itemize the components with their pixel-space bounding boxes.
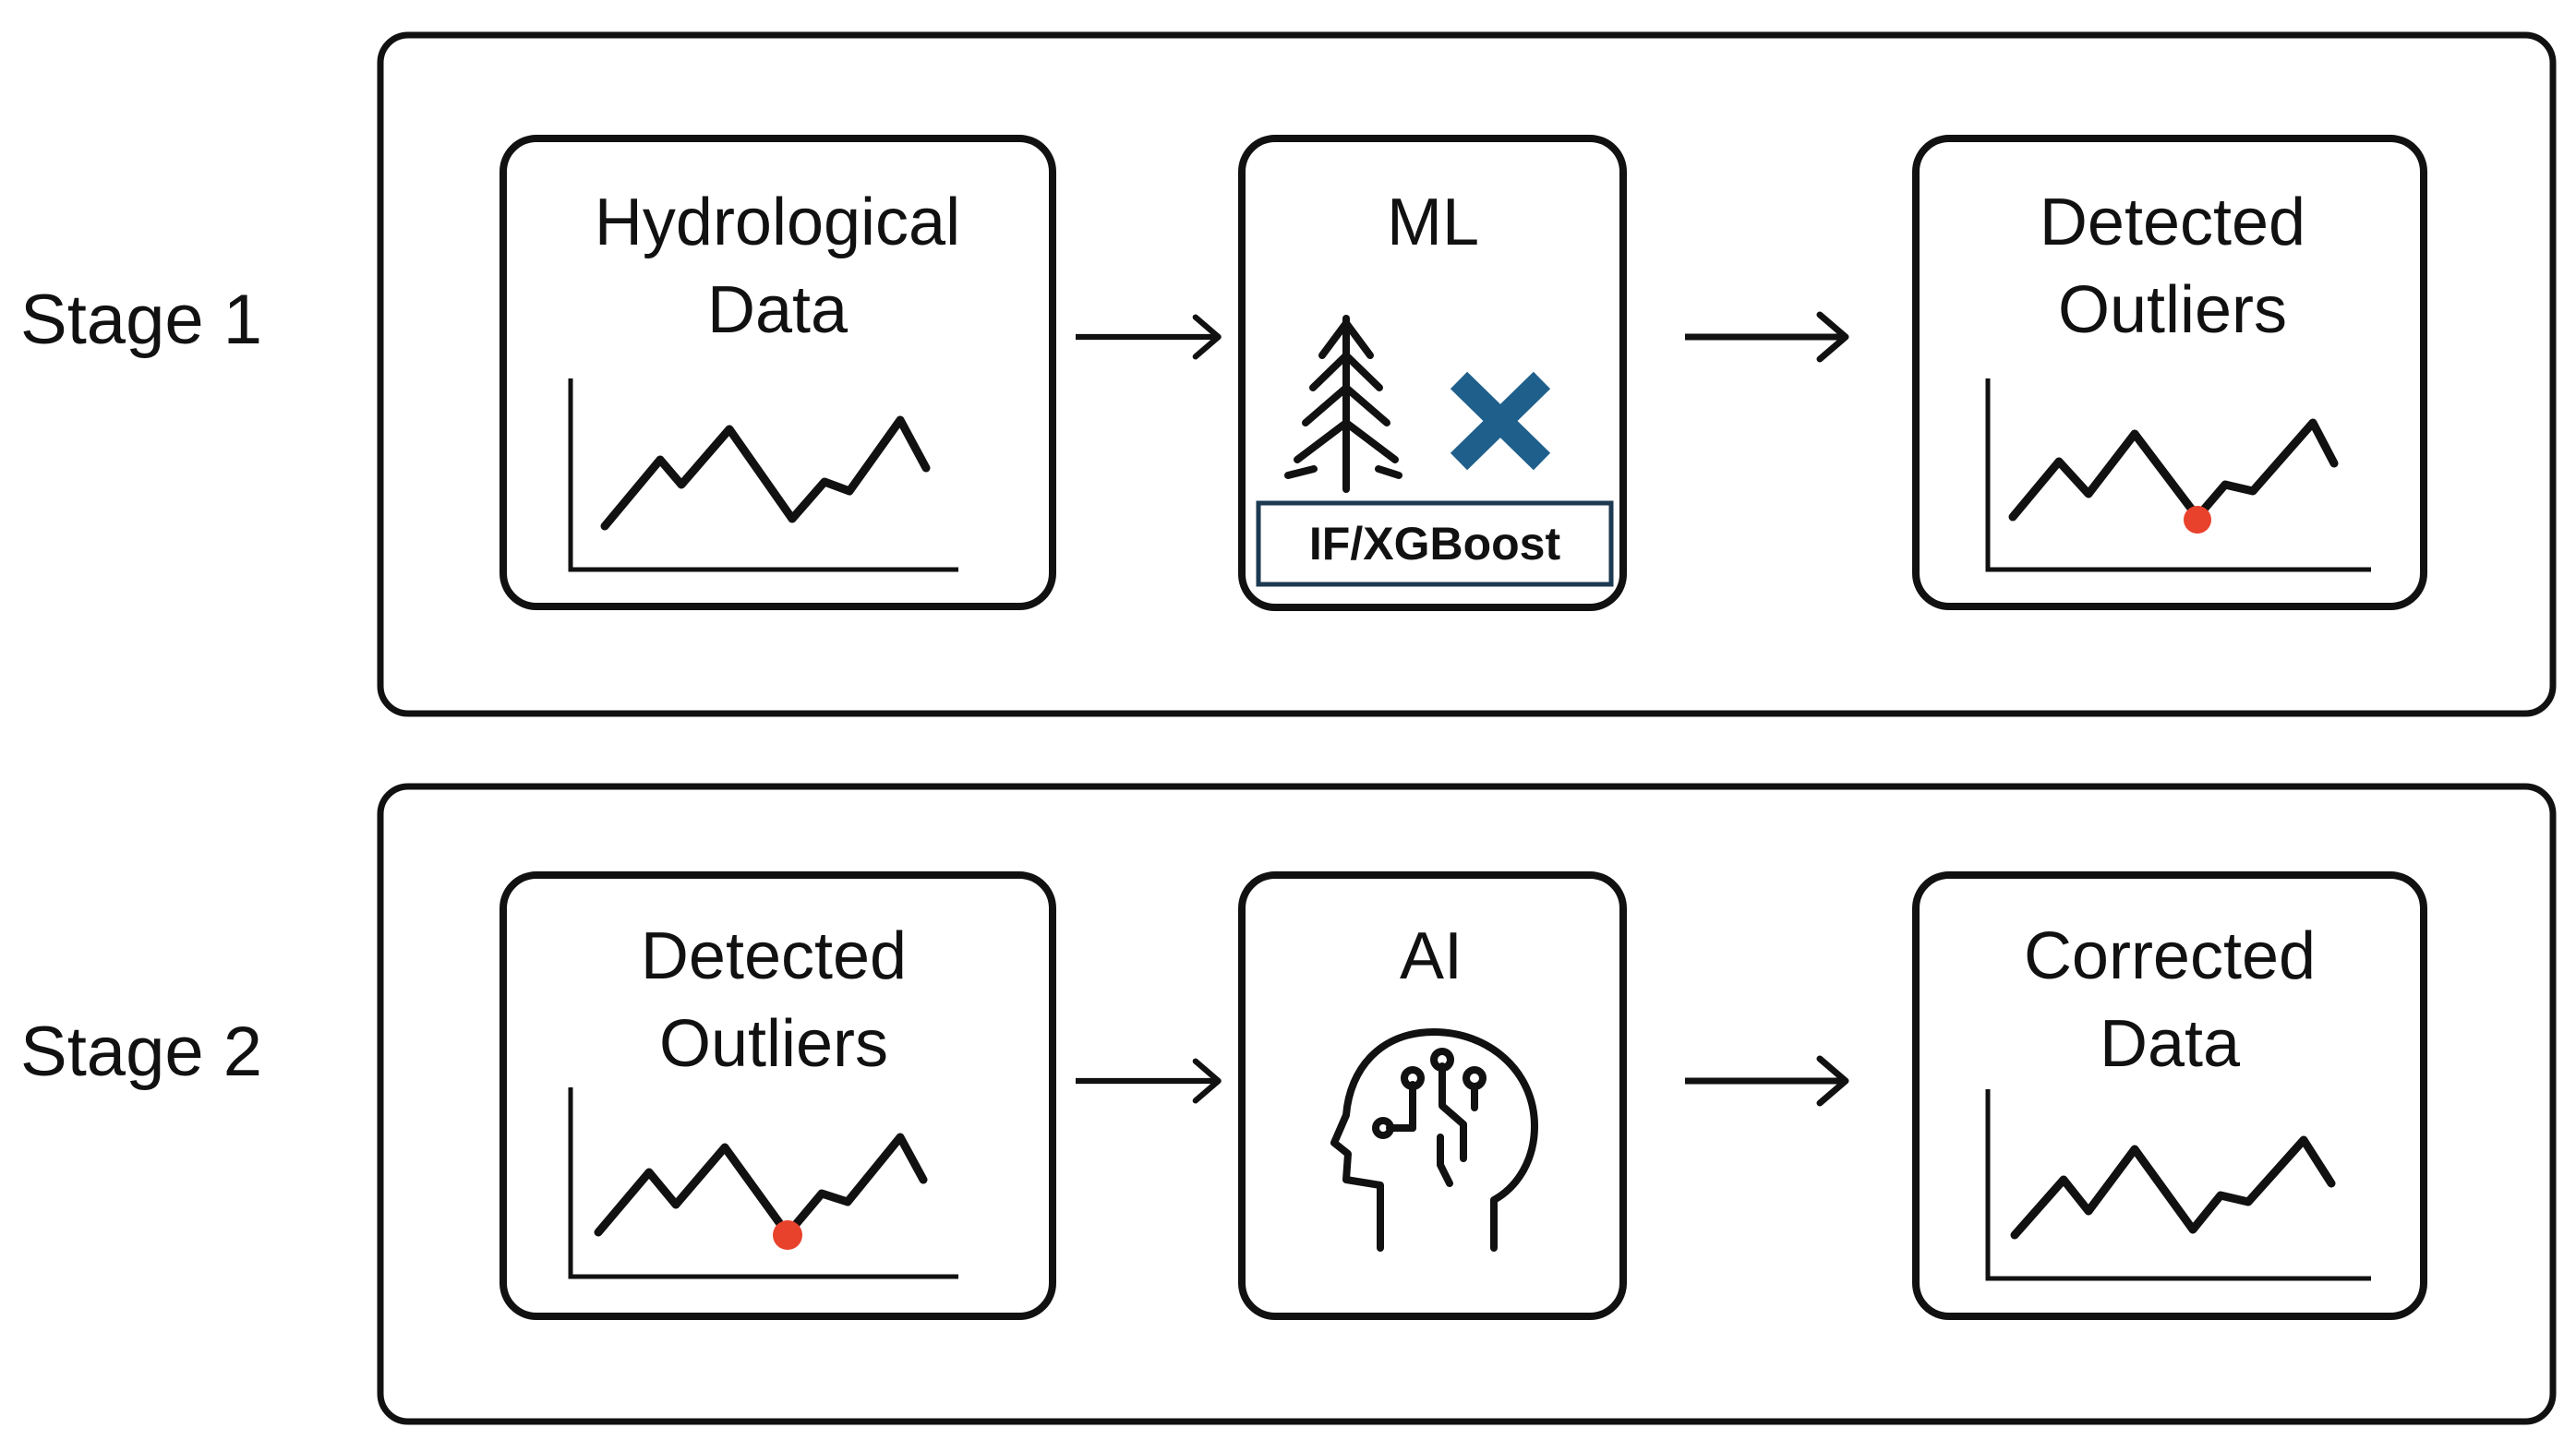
box-title-line-1: Detected	[641, 919, 907, 993]
stage-2-detected-outliers-box: Detected Outliers	[500, 871, 1056, 1320]
stage-2-ai-box: AI	[1238, 871, 1627, 1320]
chart-line	[2010, 1135, 2336, 1240]
model-label: IF/XGBoost	[1309, 518, 1561, 570]
box-title-line-2: Data	[2100, 1007, 2241, 1081]
box-title-ai: AI	[1400, 919, 1463, 993]
box-title-line-2: Outliers	[659, 1007, 888, 1081]
box-title-line-2: Outliers	[2058, 273, 2287, 347]
chart-axes	[1985, 1089, 2371, 1281]
stage-1-label: Stage 1	[20, 281, 262, 359]
chart-axes	[1985, 378, 2371, 572]
xgboost-x-icon	[1450, 371, 1551, 471]
ai-head-icon	[1330, 1028, 1538, 1252]
outlier-point	[2184, 506, 2211, 534]
chart-axes	[568, 1087, 958, 1279]
outlier-point	[773, 1220, 802, 1250]
stage-2-label: Stage 2	[20, 1013, 262, 1091]
box-title-line-2: Data	[707, 273, 849, 347]
model-label-frame	[1256, 500, 1614, 587]
stage-1-ml-box: ML IF/XGBoost	[1238, 135, 1627, 611]
stage-2-corrected-data-box: Corrected Data	[1912, 871, 2427, 1320]
chart-axes	[568, 378, 958, 572]
box-title-ml: ML	[1387, 186, 1479, 259]
box-title-line-1: Detected	[2040, 186, 2305, 259]
box-title-line-1: Hydrological	[595, 186, 960, 259]
box-title-line-1: Corrected	[2024, 919, 2316, 993]
chart-line	[600, 415, 931, 531]
tree-icon	[1284, 315, 1402, 493]
stage-1-hydrological-data-box: Hydrological Data	[500, 135, 1056, 610]
stage-1-detected-outliers-box: Detected Outliers	[1912, 135, 2427, 610]
